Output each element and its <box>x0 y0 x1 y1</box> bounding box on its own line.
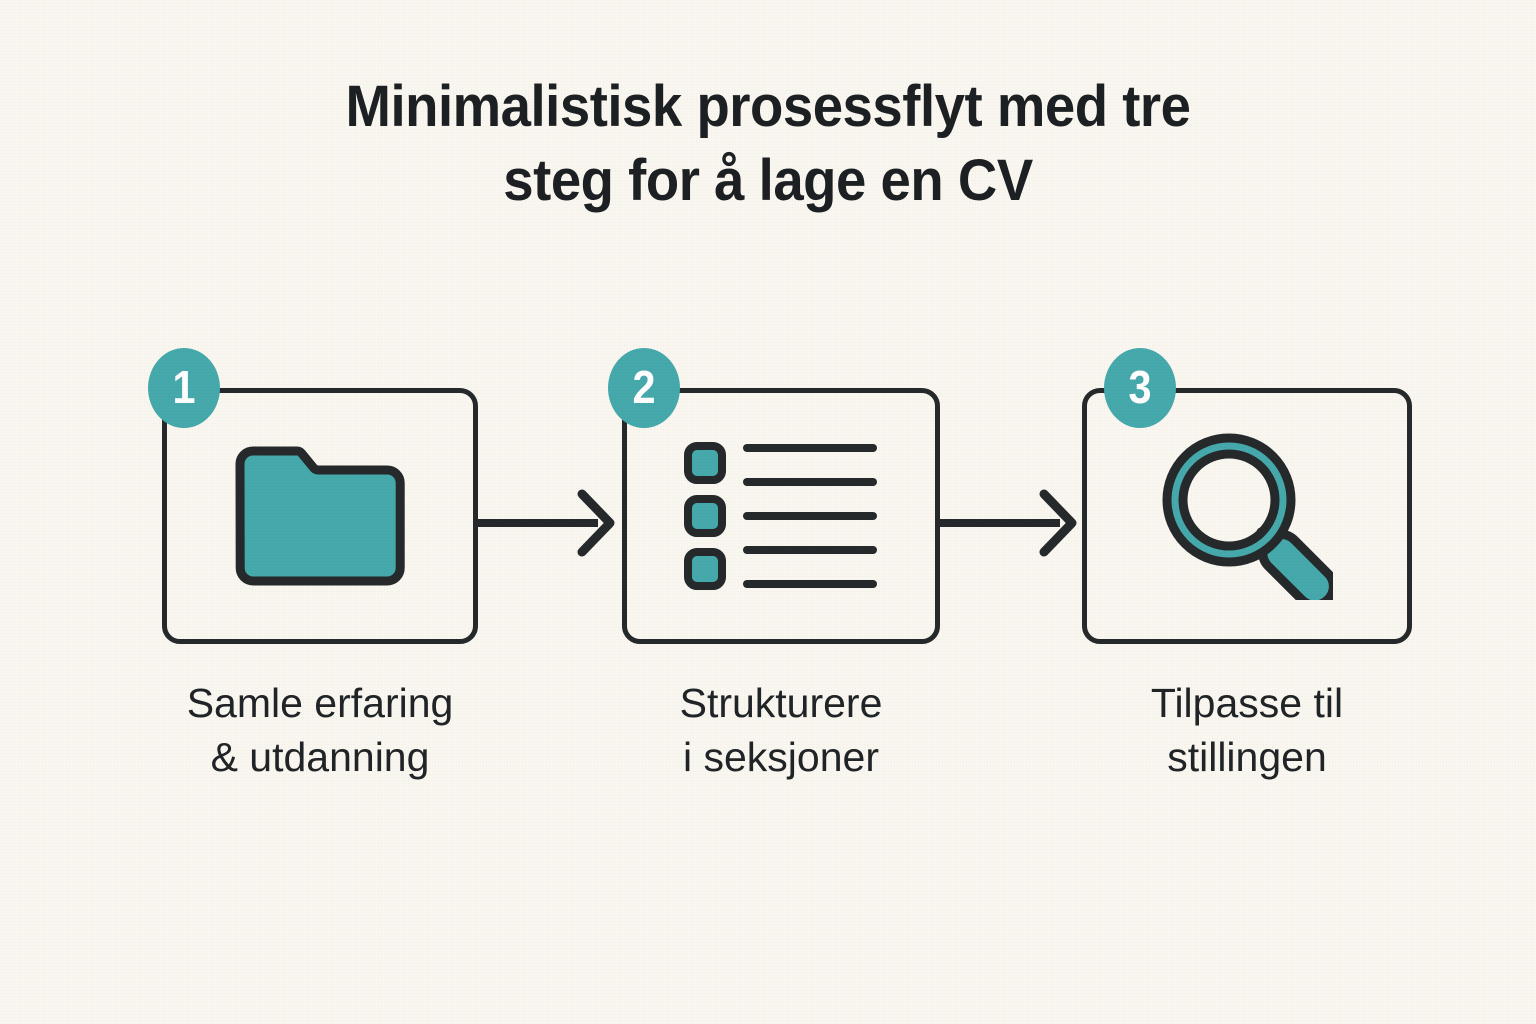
arrow-right-icon <box>478 489 615 557</box>
step-1-number-badge: 1 <box>148 348 220 428</box>
step-2-caption: Strukturere i seksjoner <box>602 676 960 784</box>
step-3-caption-line-1: Tilpasse til <box>1150 680 1344 726</box>
step-2-number-badge: 2 <box>608 348 680 428</box>
step-2-caption-line-1: Strukturere <box>679 680 883 726</box>
step-2-number: 2 <box>632 361 656 413</box>
step-3-number-badge: 3 <box>1104 348 1176 428</box>
step-1-caption-line-2: & utdanning <box>210 734 430 781</box>
step-3-caption-line-2: stillingen <box>1167 734 1327 781</box>
checklist-icon <box>684 442 877 590</box>
step-1-caption-line-1: Samle erfaring <box>186 680 454 726</box>
connector-arrow-1 <box>478 478 624 568</box>
step-2-card[interactable] <box>622 388 940 644</box>
magnifier-icon <box>1162 433 1333 600</box>
page-title: Minimalistisk prosessflyt med tre steg f… <box>46 70 1490 217</box>
step-3-number: 3 <box>1128 361 1152 413</box>
step-3-card[interactable] <box>1082 388 1412 644</box>
step-3-icon-area <box>1082 388 1412 644</box>
page-title-line-1: Minimalistisk prosessflyt med tre <box>345 74 1191 139</box>
step-1-number: 1 <box>172 361 196 413</box>
step-3-caption: Tilpasse til stillingen <box>1068 676 1426 784</box>
step-1-card[interactable] <box>162 388 478 644</box>
step-1-caption: Samle erfaring & utdanning <box>142 676 498 784</box>
step-1-icon-area <box>162 388 478 644</box>
step-2-caption-line-2: i seksjoner <box>683 734 879 781</box>
connector-arrow-2 <box>940 478 1086 568</box>
arrow-right-icon <box>940 489 1077 557</box>
step-2-icon-area <box>622 388 940 644</box>
folder-icon <box>235 446 405 586</box>
page-title-line-2: steg for å lage en CV <box>503 147 1033 213</box>
